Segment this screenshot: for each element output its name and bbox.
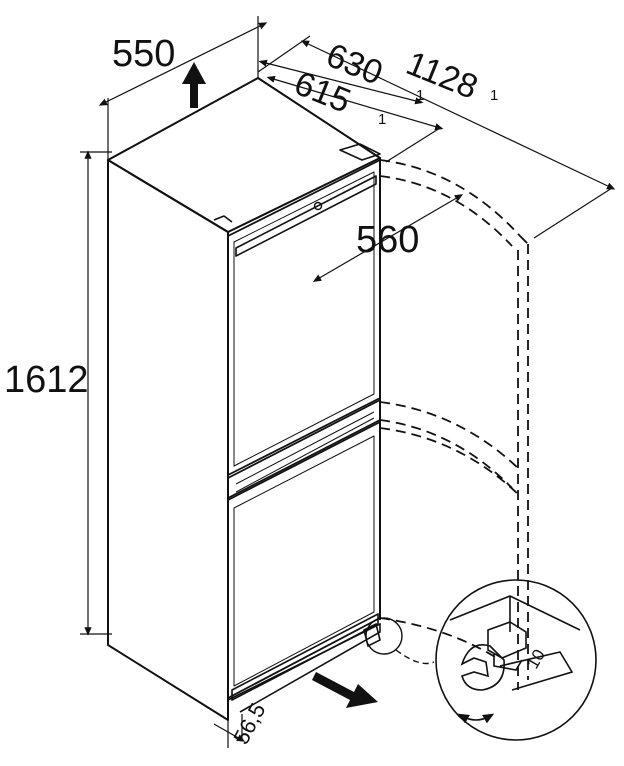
fridge-cabinet <box>107 77 381 721</box>
middle-handle <box>227 399 381 499</box>
hinge-offset-label: 560 <box>356 219 419 261</box>
width-label: 550 <box>112 33 175 75</box>
foot-detail-callout <box>365 617 435 665</box>
wrench-size-label: 10 <box>523 646 549 672</box>
foot-offset-label: 56,5 <box>228 699 270 749</box>
height-label: 1612 <box>4 359 89 401</box>
ventilation-up-arrow <box>182 62 206 108</box>
foot-detail <box>435 579 597 741</box>
depth-open-label: 1128 <box>401 44 483 107</box>
ventilation-inlet-arrow <box>312 672 378 708</box>
cabinet-side <box>107 159 229 721</box>
wrench <box>460 644 505 691</box>
footnote-mark-615: 1 <box>378 111 386 128</box>
upper-door-handle <box>235 175 377 257</box>
dimension-lines <box>80 16 616 748</box>
lower-door-handle <box>231 613 379 701</box>
upper-door <box>227 159 381 476</box>
footnote-mark-1128: 1 <box>490 87 498 104</box>
footnote-mark-630: 1 <box>416 87 424 104</box>
